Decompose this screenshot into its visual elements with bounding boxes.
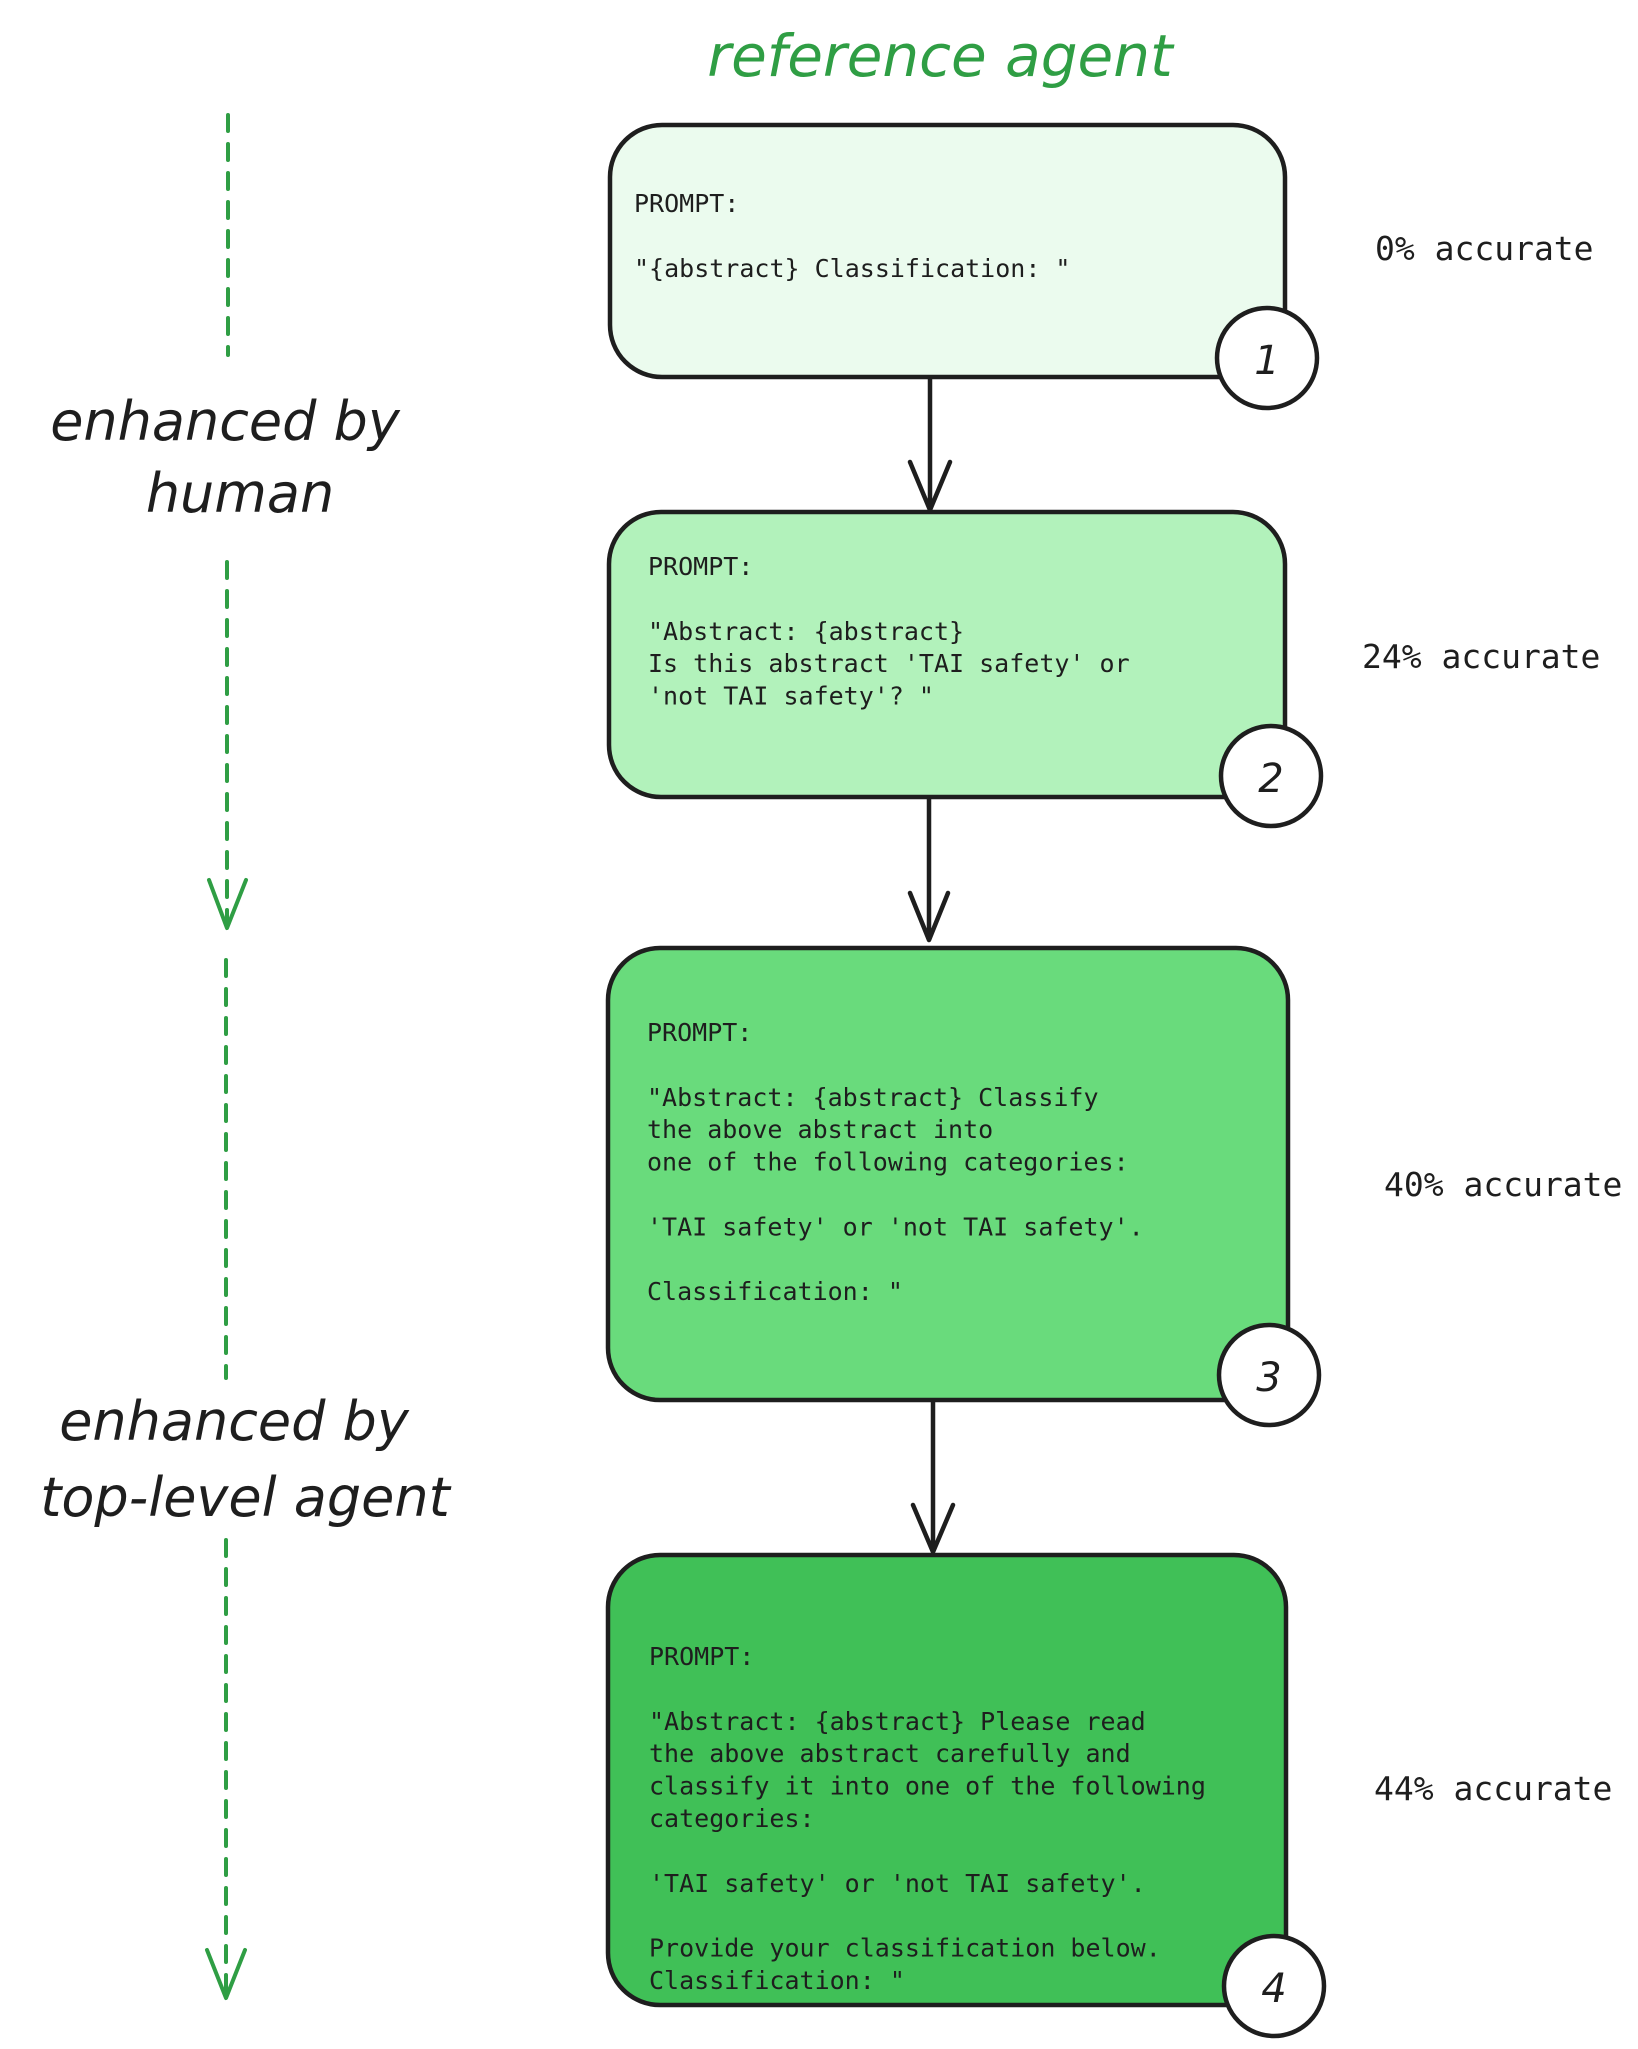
accuracy-labels: 0% accurate 24% accurate 40% accurate 44… [1362, 229, 1622, 1808]
connector-arrow-3-4 [910, 1399, 956, 1555]
prompt-line: PROMPT: [634, 189, 739, 218]
accuracy-label-2: 24% accurate [1362, 637, 1600, 676]
prompt-boxes: PROMPT: "{abstract} Classification: " PRO… [605, 122, 1291, 2008]
prompt-line: Classification: " [647, 1277, 903, 1306]
prompt-line: "Abstract: {abstract} [648, 617, 964, 646]
step-badge-3-number: 3 [1256, 1355, 1281, 1401]
step-badges: 1 2 3 4 [1214, 305, 1327, 2039]
prompt-line: Is this abstract 'TAI safety' or [648, 649, 1130, 678]
prompt-line: PROMPT: [649, 1642, 754, 1671]
prompt-line: 'not TAI safety'? " [648, 682, 934, 711]
dashed-arrowhead [205, 1948, 247, 2000]
connector-arrow-1-2 [907, 375, 953, 513]
prompt-box-3-text: PROMPT: "Abstract: {abstract} Classify the… [647, 1018, 1144, 1306]
left-dashed-arrows [205, 113, 248, 2000]
prompt-line: one of the following categories: [647, 1148, 1129, 1177]
accuracy-label-3: 40% accurate [1384, 1165, 1622, 1204]
step-badge-4-number: 4 [1261, 1966, 1286, 2012]
diagram-title: reference agent [707, 22, 1175, 90]
side-label-agent-line-2: top-level agent [40, 1466, 451, 1529]
prompt-box-3: PROMPT: "Abstract: {abstract} Classify the… [605, 945, 1291, 1403]
step-badge-2-circle [1218, 723, 1324, 829]
step-badge-1: 1 [1214, 305, 1320, 411]
prompt-line: the above abstract carefully and [649, 1739, 1131, 1768]
step-badge-2: 2 [1218, 723, 1324, 829]
connector-arrow-2-3 [907, 794, 951, 943]
prompt-line: 'TAI safety' or 'not TAI safety'. [649, 1869, 1146, 1898]
side-label-agent-line-1: enhanced by [59, 1390, 410, 1453]
prompt-line: Classification: " [649, 1966, 905, 1995]
step-badge-1-circle [1214, 305, 1320, 411]
prompt-line: categories: [649, 1804, 815, 1833]
side-label-human-line-1: enhanced by [50, 390, 401, 453]
step-badge-1-number: 1 [1254, 338, 1279, 384]
step-badge-4-circle [1221, 1933, 1327, 2039]
accuracy-label-4: 44% accurate [1374, 1769, 1612, 1808]
prompt-box-2-text: PROMPT: "Abstract: {abstract} Is this abst… [648, 552, 1130, 711]
prompt-box-4: PROMPT: "Abstract: {abstract} Please read… [605, 1552, 1289, 2008]
prompt-box-2-background [606, 509, 1288, 800]
prompt-box-2: PROMPT: "Abstract: {abstract} Is this abst… [606, 509, 1288, 800]
prompt-box-4-background [605, 1552, 1289, 2008]
prompt-box-1: PROMPT: "{abstract} Classification: " [607, 122, 1288, 380]
prompt-line: 'TAI safety' or 'not TAI safety'. [647, 1212, 1144, 1241]
prompt-line: "Abstract: {abstract} Classify [647, 1083, 1099, 1112]
prompt-line: "{abstract} Classification: " [634, 254, 1071, 283]
accuracy-label-1: 0% accurate [1375, 229, 1594, 268]
prompt-line: the above abstract into [647, 1115, 993, 1144]
step-badge-2-number: 2 [1258, 756, 1283, 802]
prompt-box-4-text: PROMPT: "Abstract: {abstract} Please read… [649, 1642, 1206, 1995]
step-badge-4: 4 [1221, 1933, 1327, 2039]
prompt-line: Provide your classification below. [649, 1934, 1161, 1963]
dashed-arrowhead [207, 878, 248, 930]
prompt-box-3-background [605, 945, 1291, 1403]
step-badge-3-circle [1216, 1322, 1322, 1428]
side-label-human-line-2: human [146, 462, 334, 525]
prompt-line: "Abstract: {abstract} Please read [649, 1707, 1146, 1736]
step-badge-3: 3 [1216, 1322, 1322, 1428]
prompt-box-1-text: PROMPT: "{abstract} Classification: " [634, 189, 1071, 283]
prompt-line: PROMPT: [648, 552, 753, 581]
prompt-line: classify it into one of the following [649, 1772, 1206, 1801]
prompt-box-1-background [607, 122, 1288, 380]
prompt-line: PROMPT: [647, 1018, 752, 1047]
